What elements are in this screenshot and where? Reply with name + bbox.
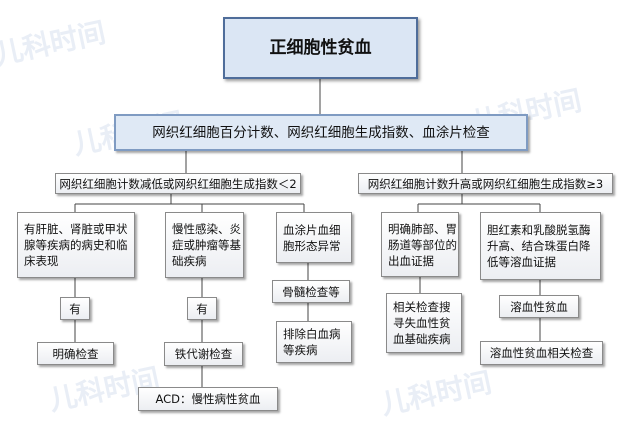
title-box: 正细胞性贫血 xyxy=(223,17,418,79)
bone-marrow-test-box: 骨髓检查等 xyxy=(272,280,350,303)
iron-metabolism-test-box: 铁代谢检查 xyxy=(164,342,243,366)
exclude-leukemia-text: 排除白血病等疾病 xyxy=(283,327,341,357)
acd-diagnosis-box: ACD：慢性病性贫血 xyxy=(138,387,278,411)
organ-disease-history-box: 有肝脏、肾脏或甲状腺等疾病的病史和临床表现 xyxy=(17,212,135,278)
exclude-leukemia-box: 排除白血病等疾病 xyxy=(276,321,352,363)
abnormal-smear-box: 血涂片血细胞形态异常 xyxy=(276,212,352,263)
high-reticulocyte-branch: 网织红细胞计数升高或网织红细胞生成指数≥3 xyxy=(358,173,613,194)
chronic-inflammation-box: 慢性感染、炎症或肿瘤等基础疾病 xyxy=(165,212,244,278)
initial-tests-box: 网织红细胞百分计数、网织红细胞生成指数、血涂片检查 xyxy=(114,114,528,151)
hemolysis-workup-box: 溶血性贫血相关检查 xyxy=(480,341,603,365)
low-reticulocyte-branch: 网织红细胞计数减低或网织红细胞生成指数＜2 xyxy=(55,173,301,194)
has-condition-box: 有 xyxy=(187,297,217,320)
hemolytic-anemia-box: 溶血性贫血 xyxy=(499,295,579,318)
has-condition-box: 有 xyxy=(60,297,90,320)
blood-loss-workup-box: 相关检查搜寻失血性贫血基础疾病 xyxy=(386,293,462,353)
confirmatory-test-box: 明确检查 xyxy=(37,342,114,365)
hemolysis-evidence-box: 胆红素和乳酸脱氢酶升高、结合珠蛋白降低等溶血证据 xyxy=(480,212,601,280)
bleeding-evidence-box: 明确肺部、胃肠道等部位的出血证据 xyxy=(381,212,459,277)
